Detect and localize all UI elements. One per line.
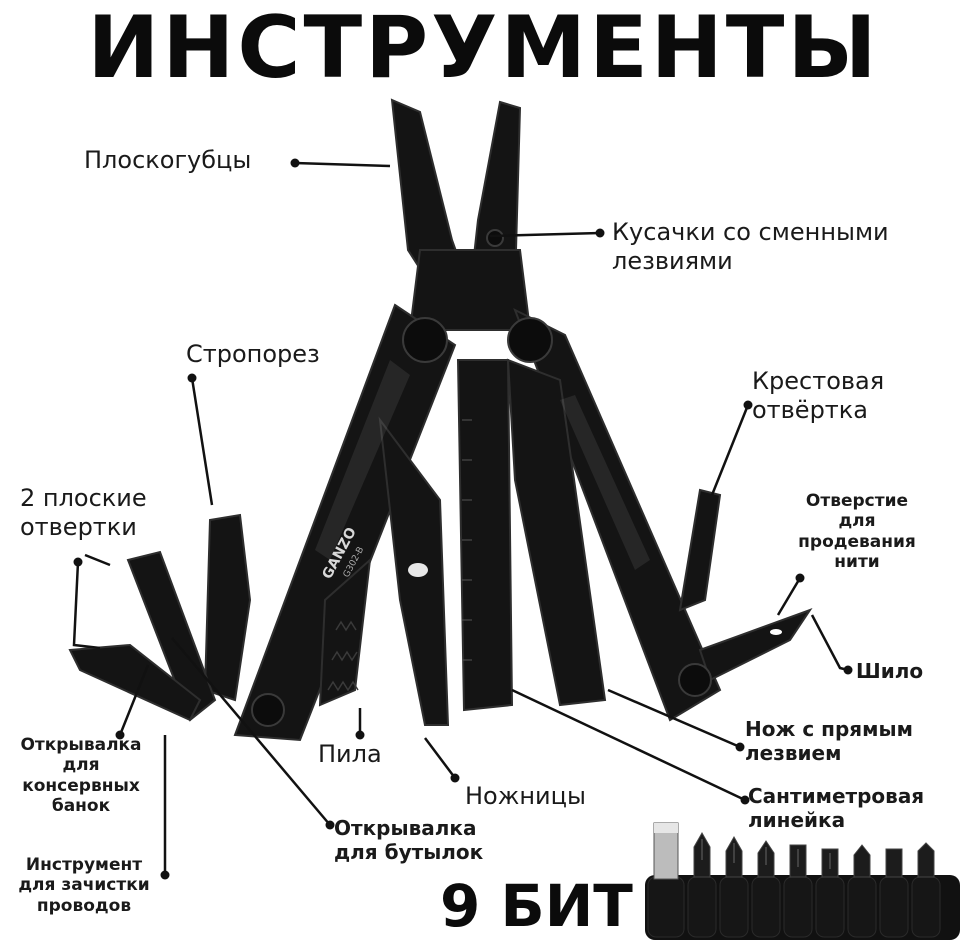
label-flat-screwdrivers: 2 плоские отвертки	[20, 484, 147, 541]
label-bottle-opener: Открывалка для бутылок	[334, 816, 484, 864]
label-wire-stripper: Инструмент для зачистки проводов	[18, 855, 150, 916]
bits-count-label: 9 БИТ	[440, 872, 633, 940]
label-pliers: Плоскогубцы	[84, 146, 252, 174]
label-ruler: Сантиметровая линейка	[748, 784, 925, 832]
strap-cutter-tool	[203, 513, 252, 702]
phillips-screwdriver-tool	[678, 488, 722, 612]
awl-tool	[698, 608, 813, 682]
label-scissors: Ножницы	[465, 782, 586, 810]
label-saw: Пила	[318, 740, 382, 768]
label-phillips: Крестовая отвёртка	[752, 367, 885, 424]
bit-set	[645, 822, 960, 940]
page-title: ИНСТРУМЕНТЫ	[87, 0, 880, 98]
pivot-screw-left	[402, 317, 448, 363]
label-thread-hole: Отверстие для продевания нити	[798, 491, 916, 573]
jaw-rivet	[486, 229, 504, 247]
label-straight-knife: Нож с прямым лезвием	[745, 717, 913, 765]
handle-screw-right	[678, 663, 712, 697]
handle-screw-left	[251, 693, 285, 727]
label-cutters: Кусачки со сменными лезвиями	[612, 218, 889, 275]
ruler-tool	[456, 359, 514, 712]
label-strap-cutter: Стропорез	[186, 340, 320, 368]
pivot-screw-right	[507, 317, 553, 363]
label-awl: Шило	[856, 659, 924, 683]
label-can-opener: Открывалка для консервных банок	[20, 735, 142, 817]
